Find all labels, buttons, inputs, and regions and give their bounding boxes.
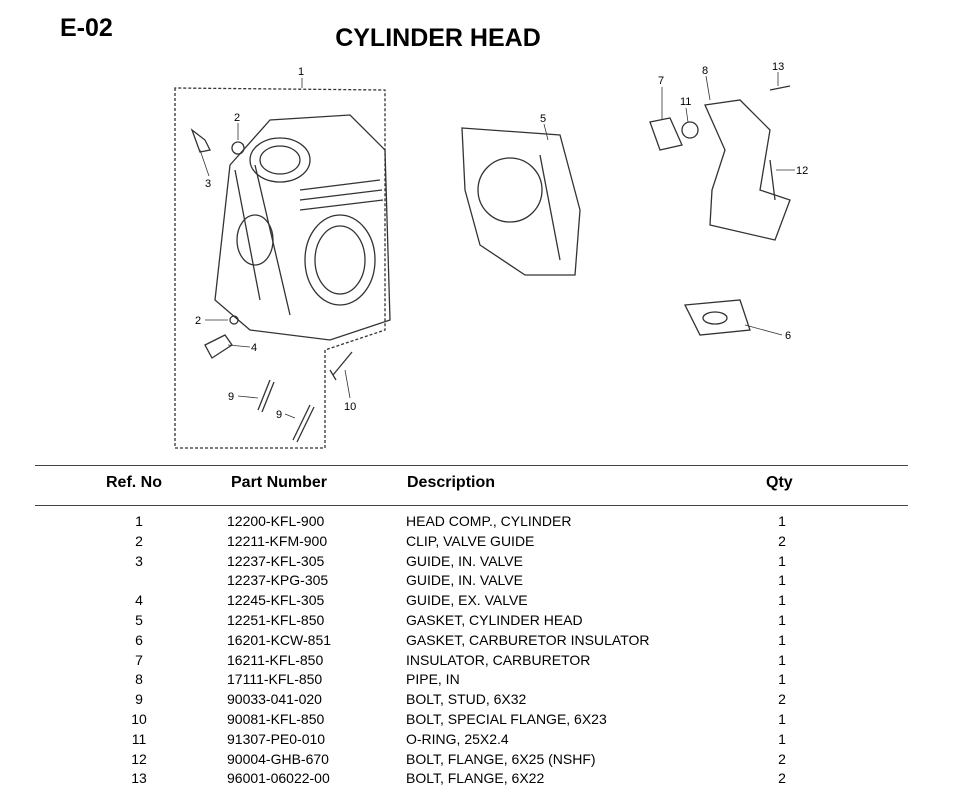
part-number-cell: 96001-06022-00 [227,770,330,787]
callout-13: 13 [772,61,784,73]
description-cell: BOLT, SPECIAL FLANGE, 6X23 [406,711,607,727]
callout-8: 8 [702,65,708,77]
callout-labels: 1 2 3 2 4 9 9 10 5 7 8 11 13 12 6 [195,61,808,421]
table-row: 11 91307-PE0-010 O-RING, 25X2.4 1 [0,731,963,751]
part-number-cell: 12200-KFL-900 [227,513,325,529]
part-number-cell: 90004-GHB-670 [227,750,329,767]
qty-cell: 1 [778,631,786,648]
qty-cell: 1 [778,651,786,668]
ref-cell: 11 [131,730,147,747]
callout-7: 7 [658,75,664,87]
part-number-cell: 12245-KFL-305 [227,592,325,609]
callout-3: 3 [205,178,211,190]
header-ref-no: Ref. No [106,474,162,491]
qty-cell: 2 [778,691,786,708]
qty-cell: 2 [778,532,786,549]
page-title: CYLINDER HEAD [335,24,541,52]
part-number-cell: 12211-KFM-900 [227,532,328,549]
ref-cell: 6 [135,631,143,648]
ref-cell: 8 [135,671,143,688]
ref-cell: 4 [135,592,143,609]
callout-5: 5 [540,113,546,125]
header-qty: Qty [766,474,793,491]
callout-11: 11 [680,96,691,108]
callout-lines [199,72,795,419]
part-number-cell: 16211-KFL-850 [227,651,324,668]
description-cell: GUIDE, IN. VALVE [406,572,523,589]
description-cell: CLIP, VALVE GUIDE [406,532,535,549]
ref-cell: 13 [131,770,147,787]
qty-cell: 2 [778,750,786,767]
table-row: 6 16201-KCW-851 GASKET, CARBURETOR INSULAT… [0,632,963,652]
table-header-rule [35,505,908,506]
ref-cell: 3 [135,552,143,569]
section-code: E-02 [60,14,113,42]
callout-1: 1 [298,66,304,78]
ref-cell: 10 [131,711,147,727]
description-cell: GUIDE, EX. VALVE [406,592,528,609]
qty-cell: 1 [778,711,786,727]
description-cell: GUIDE, IN. VALVE [406,552,523,569]
callout-6: 6 [785,330,791,342]
description-cell: BOLT, STUD, 6X32 [406,691,527,708]
header-part-number: Part Number [231,474,328,491]
description-cell: GASKET, CYLINDER HEAD [406,612,583,628]
qty-cell: 1 [778,552,786,569]
intake-pipe-drawing [649,85,791,336]
ref-cell: 2 [135,532,143,549]
callout-12: 12 [796,165,808,177]
table-row: 7 16211-KFL-850 INSULATOR, CARBURETOR 1 [0,652,963,672]
ref-cell: 1 [135,513,143,529]
description-cell: BOLT, FLANGE, 6X22 [406,770,545,787]
callout-9: 9 [228,391,234,403]
qty-cell: 1 [778,572,786,589]
callout-4: 4 [251,342,257,354]
description-cell: PIPE, IN [406,671,460,688]
exploded-parts-diagram: 1 2 3 2 4 9 9 10 5 7 8 11 13 12 6 [174,61,808,449]
qty-cell: 1 [778,671,786,688]
table-row: 10 90081-KFL-850 BOLT, SPECIAL FLANGE, 6X2… [0,711,963,731]
part-number-cell: 91307-PE0-010 [227,730,326,747]
callout-9b: 9 [276,409,282,421]
cylinder-head-drawing [174,87,391,449]
table-row: 1 12200-KFL-900 HEAD COMP., CYLINDER 1 [0,513,963,533]
table-row: 5 12251-KFL-850 GASKET, CYLINDER HEAD 1 [0,612,963,632]
table-row: 8 17111-KFL-850 PIPE, IN 1 [0,671,963,691]
ref-cell: 7 [135,651,143,668]
table-row: 2 12211-KFM-900 CLIP, VALVE GUIDE 2 [0,533,963,553]
part-number-cell: 90033-041-020 [227,691,322,708]
table-row: 13 96001-06022-00 BOLT, FLANGE, 6X22 2 [0,770,963,790]
description-cell: HEAD COMP., CYLINDER [406,513,572,529]
qty-cell: 1 [778,730,786,747]
table-row: 12 90004-GHB-670 BOLT, FLANGE, 6X25 (NSHF)… [0,751,963,771]
description-cell: INSULATOR, CARBURETOR [406,651,591,668]
ref-cell: 5 [135,612,143,628]
ref-cell: 12 [131,750,147,767]
description-cell: GASKET, CARBURETOR INSULATOR [406,631,650,648]
gasket-drawing [461,127,581,276]
part-number-cell: 12251-KFL-850 [227,612,325,628]
ref-cell: 9 [135,691,143,708]
callout-10: 10 [344,401,356,413]
callout-2b: 2 [195,315,201,327]
qty-cell: 2 [778,770,786,787]
table-top-rule [35,465,908,466]
part-number-cell: 16201-KCW-851 [227,631,332,648]
qty-cell: 1 [778,513,786,529]
table-row: 3 12237-KFL-305 GUIDE, IN. VALVE 1 [0,553,963,573]
description-cell: BOLT, FLANGE, 6X25 (NSHF) [406,750,596,767]
qty-cell: 1 [778,592,786,609]
part-number-cell: 17111-KFL-850 [227,671,323,688]
table-row: 12237-KPG-305 GUIDE, IN. VALVE 1 [0,572,963,592]
callout-2: 2 [234,112,240,124]
part-number-cell: 12237-KFL-305 [227,552,325,569]
table-row: 9 90033-041-020 BOLT, STUD, 6X32 2 [0,691,963,711]
qty-cell: 1 [778,612,786,628]
header-description: Description [407,474,496,491]
part-number-cell: 90081-KFL-850 [227,711,325,727]
description-cell: O-RING, 25X2.4 [406,730,509,747]
part-number-cell: 12237-KPG-305 [227,572,329,589]
table-row: 4 12245-KFL-305 GUIDE, EX. VALVE 1 [0,592,963,612]
